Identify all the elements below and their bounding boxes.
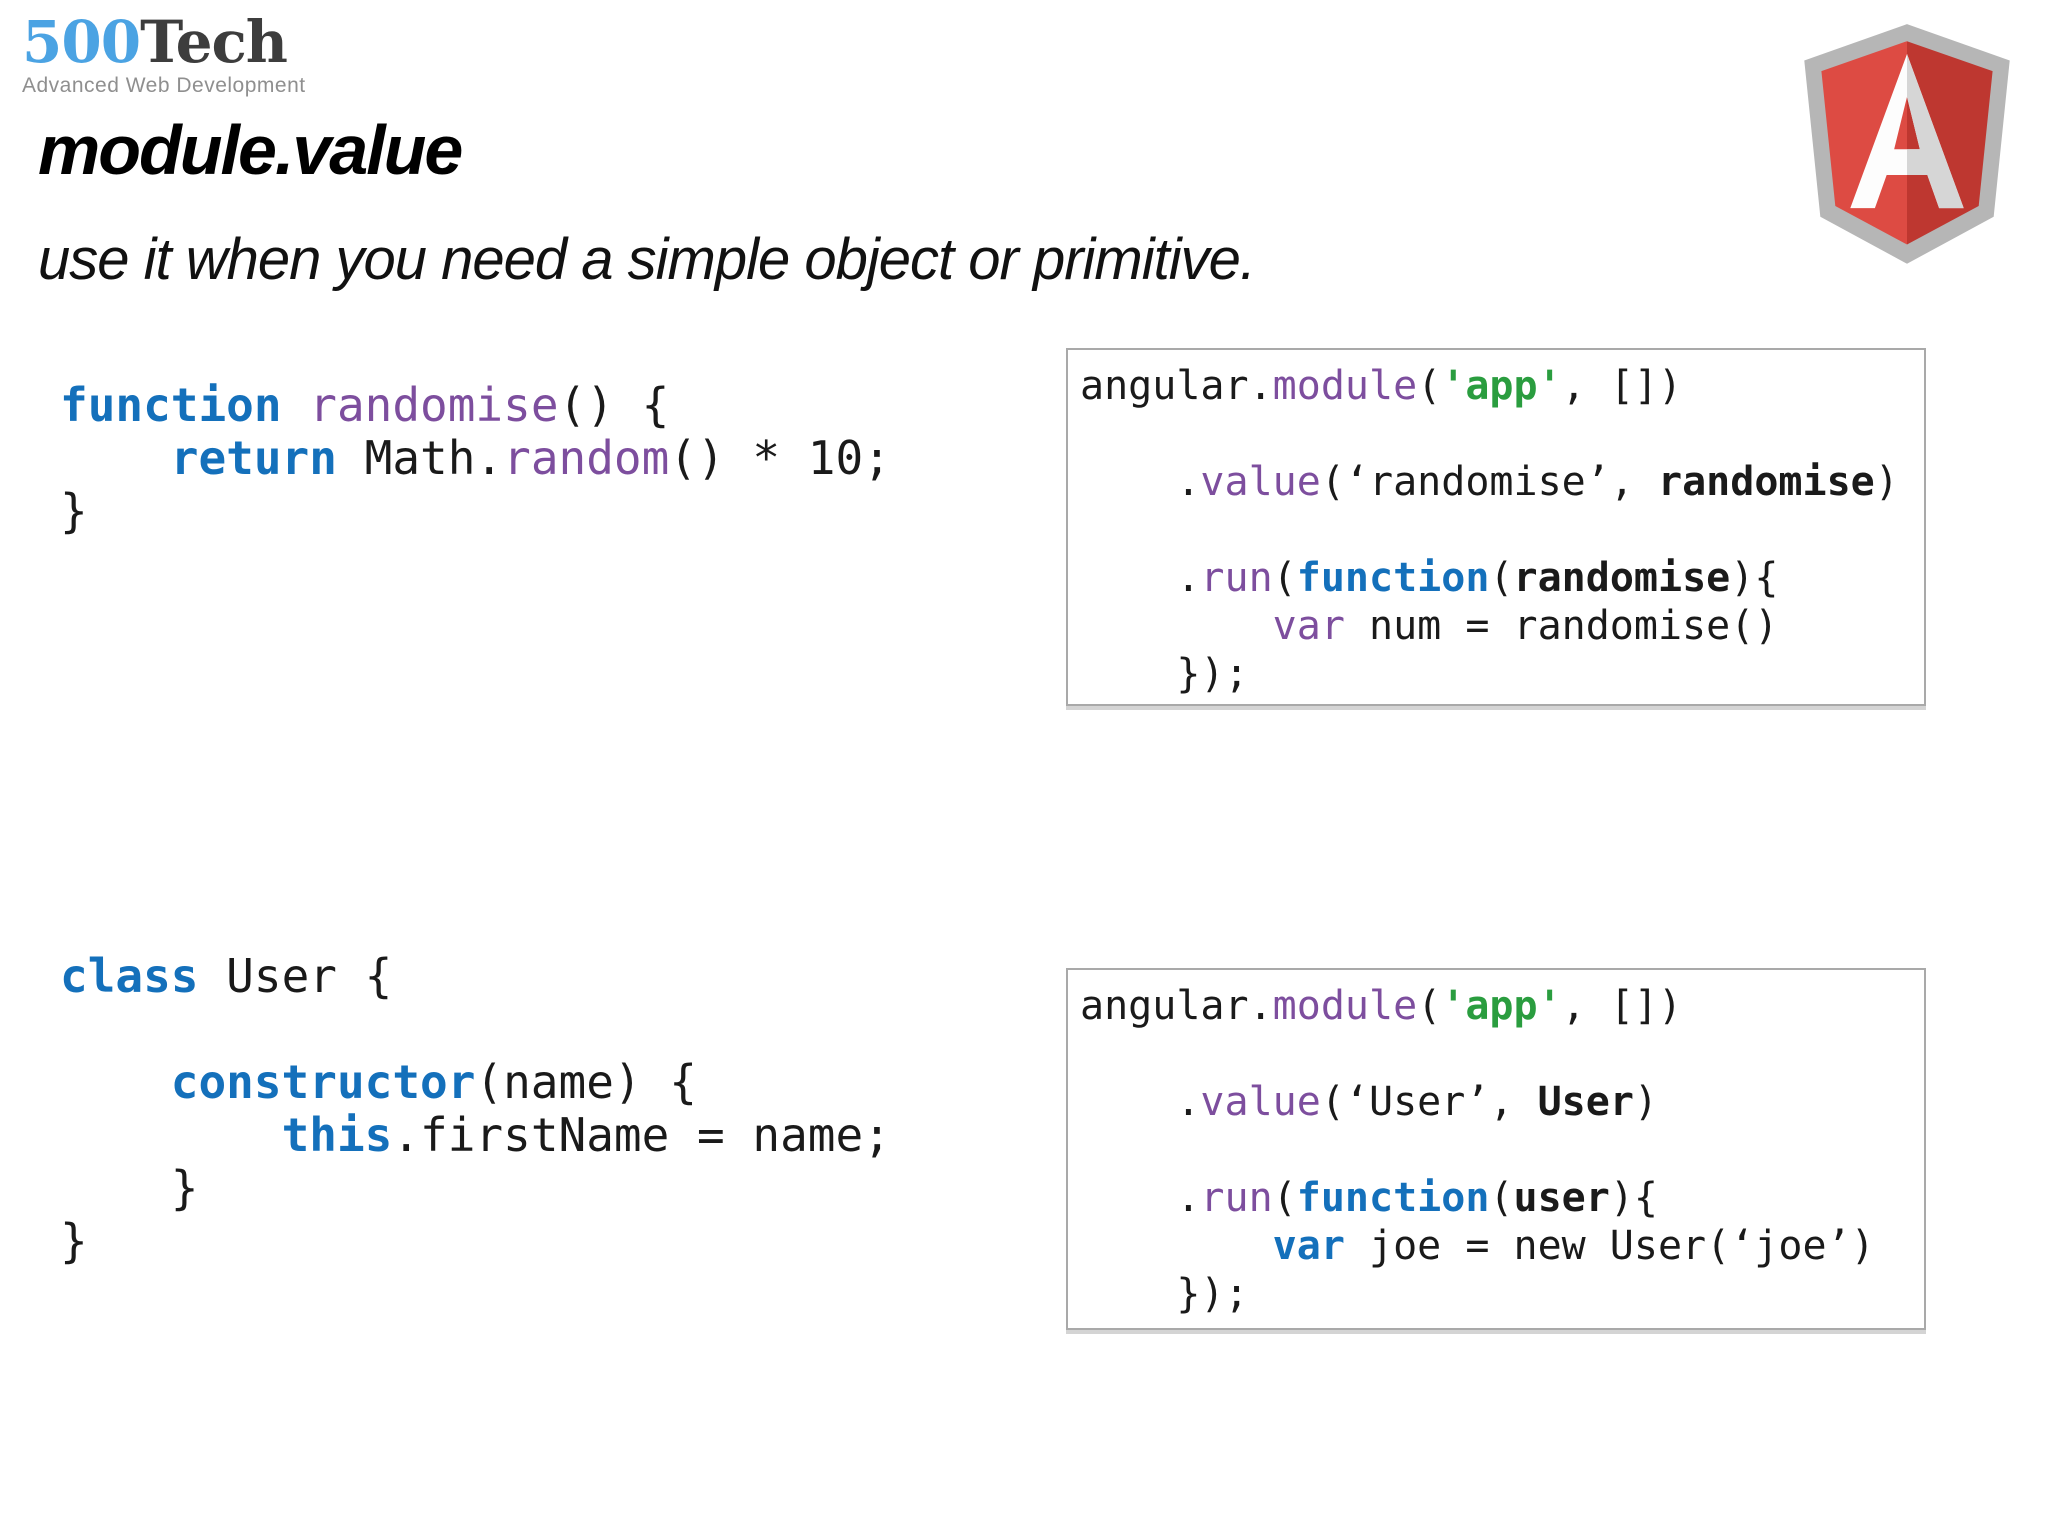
code-line: angular.module('app', []) xyxy=(1080,363,1683,409)
code-snippet-function-randomise: function randomise() { return Math.rando… xyxy=(60,379,891,538)
code-snippet-class-user: class User { constructor(name) { this.fi… xyxy=(60,950,891,1268)
code-line: this.firstName = name; xyxy=(281,1108,891,1162)
code-line: }); xyxy=(1080,1271,1249,1317)
code-line xyxy=(1080,410,1914,458)
code-line xyxy=(1080,1030,1914,1078)
code-line: class User { xyxy=(60,949,393,1003)
brand-500-text: 500 xyxy=(22,8,141,76)
code-line: }); xyxy=(1080,651,1249,697)
letter-a-shade xyxy=(1907,54,1964,209)
code-line: .value(‘randomise’, randomise) xyxy=(1080,459,1899,505)
code-line: } xyxy=(60,484,88,538)
brand-logo: 500Tech Advanced Web Development xyxy=(22,12,306,98)
shield-left-half xyxy=(1821,41,1907,245)
code-line: angular.module('app', []) xyxy=(1080,983,1683,1029)
code-line xyxy=(1080,506,1914,554)
brand-tech-text: Tech xyxy=(140,8,288,76)
code-line: } xyxy=(60,1161,199,1215)
code-line: .value(‘User’, User) xyxy=(1080,1079,1659,1125)
brand-tagline: Advanced Web Development xyxy=(22,74,306,97)
code-line: var joe = new User(‘joe’) xyxy=(1272,1223,1875,1269)
page-subtitle: use it when you need a simple object or … xyxy=(38,227,1256,292)
code-line: } xyxy=(60,1214,88,1268)
page-title: module.value xyxy=(38,111,463,189)
code-line xyxy=(60,1003,891,1056)
brand-wordmark: 500Tech xyxy=(22,12,306,72)
code-line: constructor(name) { xyxy=(170,1055,697,1109)
shield-right-half xyxy=(1907,41,1993,245)
code-line: return Math.random() * 10; xyxy=(170,431,891,485)
code-line xyxy=(1080,1126,1914,1174)
code-line: .run(function(randomise){ xyxy=(1080,555,1779,601)
code-line: function randomise() { xyxy=(60,378,670,432)
angular-shield-icon xyxy=(1804,24,2010,264)
code-line: var num = randomise() xyxy=(1272,603,1779,649)
code-line: .run(function(user){ xyxy=(1080,1175,1659,1221)
code-box-module-value-randomise: angular.module('app', []) .value(‘random… xyxy=(1066,348,1926,706)
code-box-module-value-user: angular.module('app', []) .value(‘User’,… xyxy=(1066,968,1926,1330)
